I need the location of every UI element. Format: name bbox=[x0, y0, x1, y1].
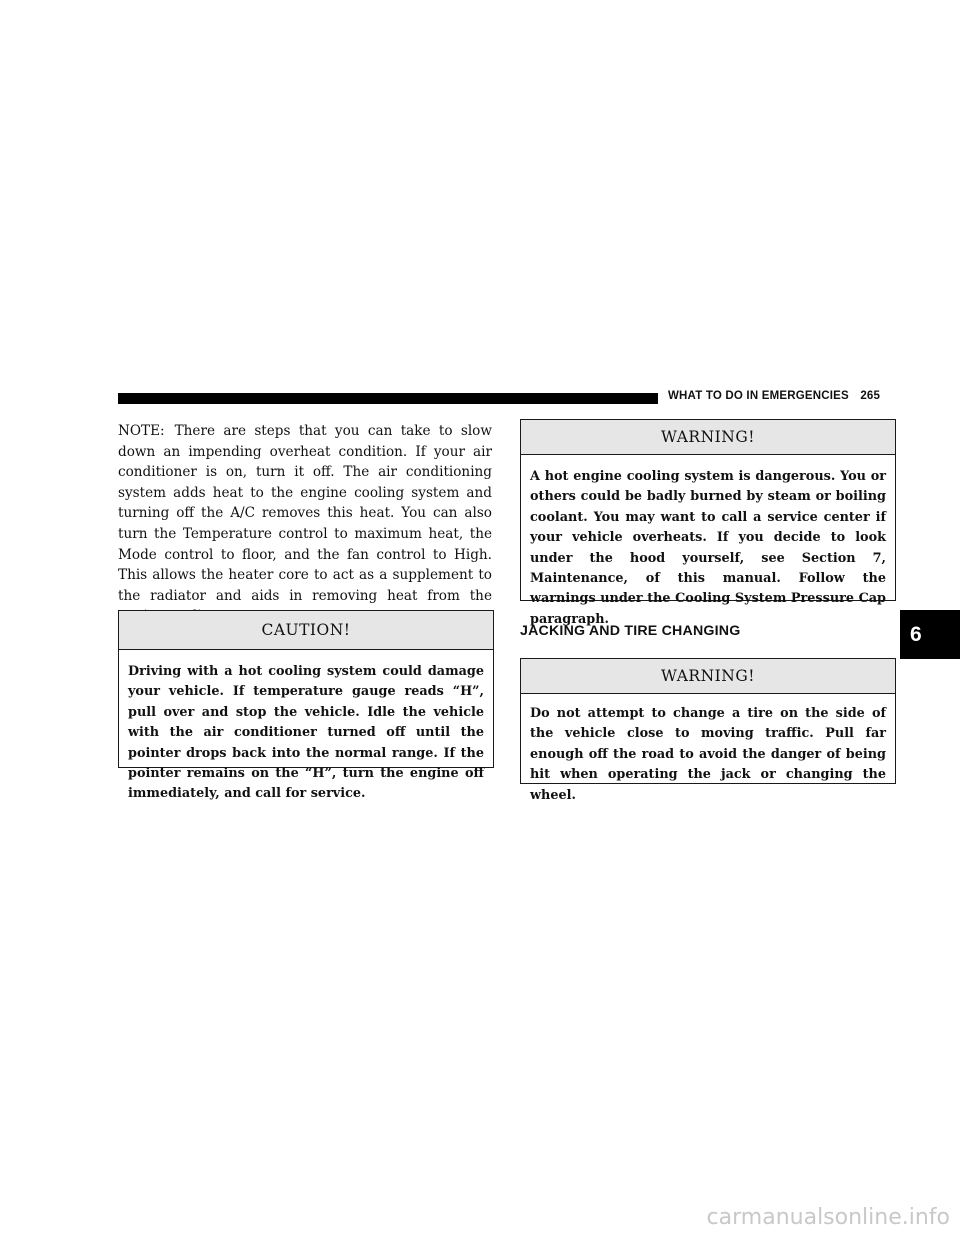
running-header: WHAT TO DO IN EMERGENCIES 265 bbox=[668, 390, 880, 402]
header-rule bbox=[118, 393, 658, 404]
jacking-warning-title: WARNING! bbox=[521, 659, 895, 694]
left-column: NOTE:There are steps that you can take t… bbox=[118, 421, 492, 627]
cooling-warning-text: A hot engine cooling system is dangerous… bbox=[530, 469, 886, 627]
watermark: carmanualsonline.info bbox=[706, 1205, 950, 1230]
page-number: 265 bbox=[860, 390, 881, 402]
jacking-warning-box: WARNING! Do not attempt to change a tire… bbox=[520, 658, 896, 803]
chapter-tab: 6 bbox=[900, 610, 960, 659]
jacking-warning-text: Do not attempt to change a tire on the s… bbox=[530, 706, 886, 803]
note-text: There are steps that you can take to slo… bbox=[118, 423, 492, 624]
cooling-warning-title: WARNING! bbox=[521, 420, 895, 455]
note-paragraph: NOTE:There are steps that you can take t… bbox=[118, 421, 492, 627]
caution-title: CAUTION! bbox=[119, 611, 493, 650]
caution-box: CAUTION! Driving with a hot cooling syst… bbox=[118, 610, 494, 801]
jacking-heading: JACKING AND TIRE CHANGING bbox=[520, 623, 741, 639]
section-title: WHAT TO DO IN EMERGENCIES bbox=[668, 390, 849, 402]
cooling-warning-box: WARNING! A hot engine cooling system is … bbox=[520, 419, 896, 627]
note-label: NOTE: bbox=[118, 423, 165, 439]
caution-text: Driving with a hot cooling system could … bbox=[128, 664, 484, 802]
